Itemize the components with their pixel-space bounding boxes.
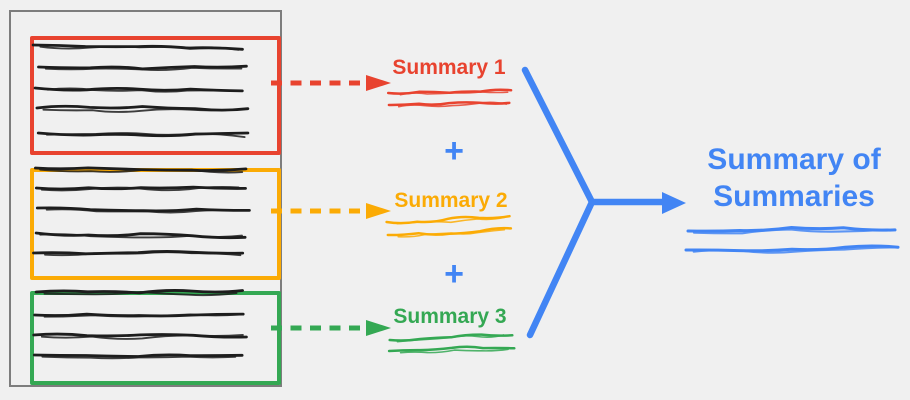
merge-arrow xyxy=(521,66,686,339)
result-underline-scribbles xyxy=(684,225,900,254)
summary-2-label: Summary 2 xyxy=(394,189,508,212)
document-chunk-green-box xyxy=(30,291,281,385)
document-chunk-orange-box xyxy=(30,168,281,280)
plus-operator-1: + xyxy=(444,132,464,170)
summary-1-label: Summary 1 xyxy=(392,56,506,79)
result-title-line2: Summaries xyxy=(713,180,875,213)
source-document-box xyxy=(9,10,282,387)
result-title-line1: Summary of xyxy=(707,143,881,176)
summary-3-label: Summary 3 xyxy=(393,305,507,328)
document-chunk-red-box xyxy=(30,36,281,155)
chunk-to-summary-arrows xyxy=(271,75,391,336)
result-title: Summary of Summaries xyxy=(707,141,880,215)
plus-operator-2: + xyxy=(444,255,464,293)
